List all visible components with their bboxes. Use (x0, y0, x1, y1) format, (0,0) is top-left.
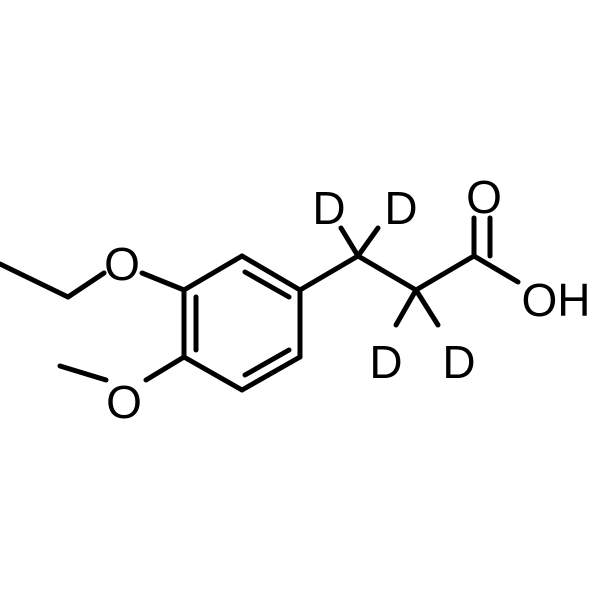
ethoxy-oxygen-label: O (104, 238, 140, 290)
hydroxyl-label: OH (522, 274, 591, 326)
ethoxy-bond (139, 270, 187, 293)
chain-bond (297, 253, 361, 293)
methoxy-oxygen-label: O (106, 376, 142, 428)
deuterium-bond (413, 287, 441, 328)
ring-bond (181, 354, 245, 393)
chain-bond (413, 253, 477, 293)
deuterium-atoms: D D D D (312, 182, 475, 388)
ethoxy-bond (65, 270, 107, 300)
carbonyl-oxygen-label: O (466, 171, 502, 223)
deuterium-bond (393, 287, 419, 328)
methoxy-bond (143, 354, 187, 383)
hydroxyl-bond (471, 253, 521, 285)
deuterium-label: D (369, 336, 402, 388)
deuterium-bond (355, 225, 381, 259)
benzene-ring (181, 253, 303, 393)
methoxy-bond (57, 363, 109, 383)
ethoxy-bond (0, 261, 71, 300)
methoxy-group: O (57, 354, 187, 428)
ring-bond (239, 354, 303, 393)
ring-bond (239, 253, 303, 293)
ring-bond (181, 253, 245, 293)
ethoxy-group: O (0, 238, 187, 300)
chain-bond (355, 253, 419, 293)
deuterium-bond (338, 225, 361, 259)
ring-double-bond (242, 269, 292, 300)
ring-double-bond (242, 347, 292, 378)
deuterium-label: D (442, 336, 475, 388)
propanoic-chain: O OH (297, 171, 591, 326)
deuterium-label: D (384, 182, 417, 234)
deuterium-label: D (312, 182, 345, 234)
